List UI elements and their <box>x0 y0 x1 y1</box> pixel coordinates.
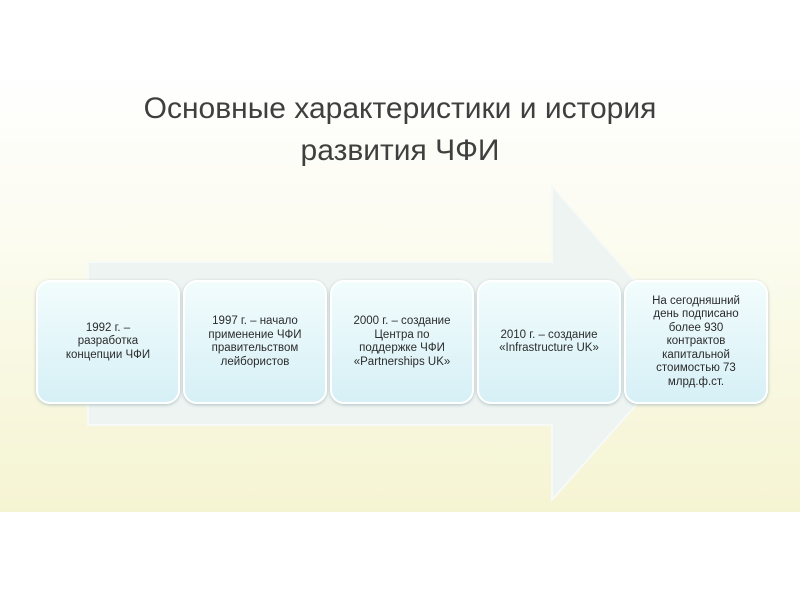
timeline-text-line: 1992 г. – <box>85 321 131 334</box>
slide-title: Основные характеристики и история развит… <box>0 88 800 172</box>
timeline-text-line: 1997 г. – начало <box>212 315 298 327</box>
timeline-box-1992: 1992 г. – разработка концепции ЧФИ <box>36 280 180 404</box>
timeline-text-line: «Infrastructure UK» <box>499 342 599 354</box>
timeline-text-line: лейбористов <box>220 355 290 368</box>
timeline-text-line: разработка <box>77 335 139 348</box>
timeline-text-line: день подписано <box>653 308 739 321</box>
timeline-box-today: На сегодняшний день подписано более 930 … <box>624 280 768 404</box>
timeline-text-line: 2010 г. – создание <box>500 328 598 341</box>
timeline-box-2010: 2010 г. – создание «Infrastructure UK» <box>477 280 621 404</box>
timeline-text-line: применение ЧФИ <box>208 328 302 341</box>
timeline-text-line: Центра по <box>374 328 430 341</box>
timeline-text-line: На сегодняшний <box>652 294 740 307</box>
timeline-text-line: 2000 г. – создание <box>353 315 451 327</box>
timeline-text-line: капитальной <box>662 348 730 361</box>
timeline-text-line: стоимостью 73 <box>656 362 736 375</box>
timeline-text-line: более 930 <box>668 321 724 334</box>
timeline-text-line: концепции ЧФИ <box>65 348 151 361</box>
timeline-box-1997: 1997 г. – начало применение ЧФИ правител… <box>183 280 327 404</box>
title-line-2: развития ЧФИ <box>300 134 500 167</box>
timeline-text-line: правительством <box>211 342 299 354</box>
timeline-text-line: контрактов <box>666 335 726 348</box>
timeline-text-line: поддержке ЧФИ <box>359 342 445 354</box>
timeline-text-line: «Partnerships UK» <box>353 355 451 368</box>
timeline-box-2000: 2000 г. – создание Центра по поддержке Ч… <box>330 280 474 404</box>
title-line-1: Основные характеристики и история <box>143 92 657 125</box>
timeline-text-line: млрд.ф.ст. <box>667 375 725 388</box>
